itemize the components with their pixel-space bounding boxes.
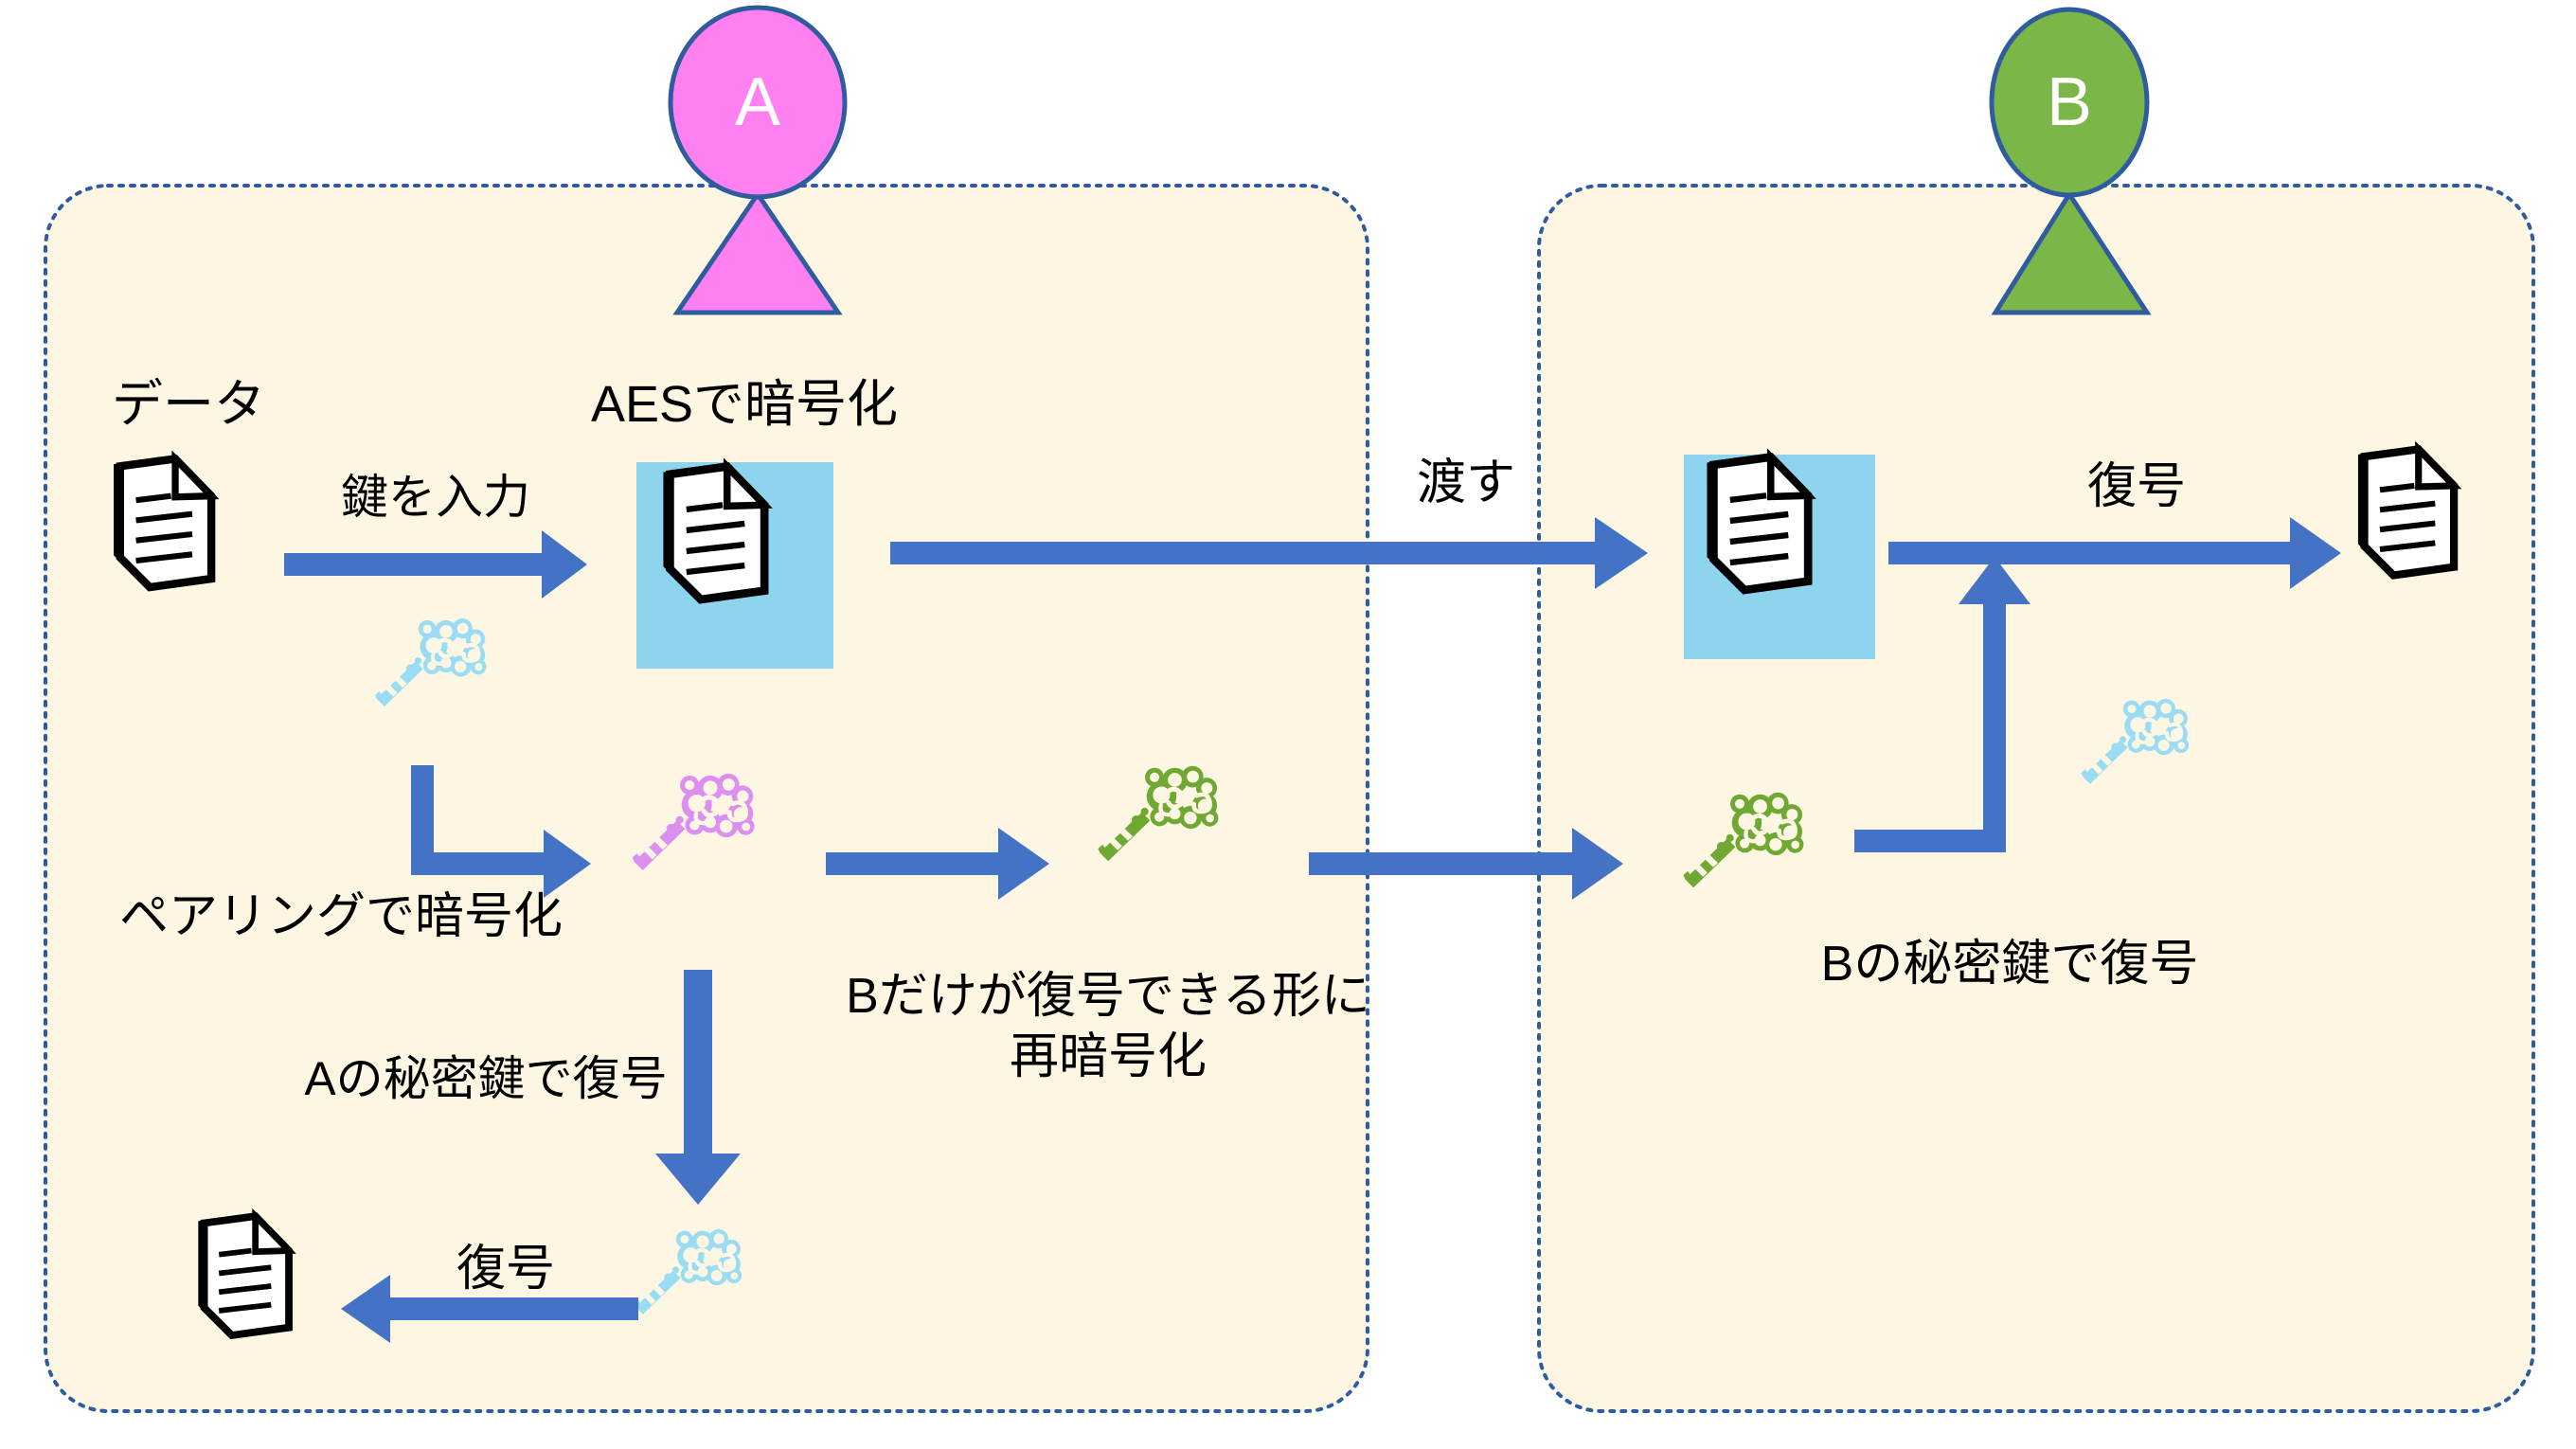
label-reencrypt-for-b-line1: Bだけが復号できる形に [846, 969, 1370, 1024]
actor-head-icon [1989, 7, 2150, 198]
actor-b: B [1989, 7, 2152, 315]
actor-a-label: A [735, 64, 780, 140]
arrow-icon [655, 970, 741, 1205]
encrypted-document-icon [1684, 455, 1875, 659]
label-key-input: 鍵を入力 [341, 471, 530, 524]
arrow-icon [1309, 828, 1623, 900]
arrow-icon [341, 1275, 638, 1343]
actor-a: A [668, 5, 848, 315]
arrow-icon [411, 765, 591, 898]
arrow-icon [826, 828, 1049, 900]
label-hand-over: 渡す [1416, 456, 1516, 510]
arrow-icon [284, 530, 587, 599]
label-decrypt-right-top: 復号 [2086, 459, 2187, 514]
arrow-icon [1888, 517, 2341, 589]
label-decrypt-b-private-key: Bの秘密鍵で復号 [1820, 937, 2199, 992]
arrow-icon [890, 517, 1648, 589]
actor-head-icon [668, 5, 848, 200]
label-pairing-encrypt: ペアリングで暗号化 [118, 889, 564, 944]
label-decrypt-left-bottom: 復号 [456, 1242, 556, 1297]
panel-b [1537, 184, 2535, 1413]
encrypted-document-icon [636, 462, 833, 669]
label-aes-encrypt: AESで暗号化 [590, 376, 899, 433]
label-reencrypt-for-b-line2: 再暗号化 [1009, 1029, 1208, 1084]
arrow-icon [1854, 557, 2030, 852]
label-data: データ [112, 376, 265, 433]
label-decrypt-a-private-key: Aの秘密鍵で復号 [304, 1052, 668, 1105]
actor-b-label: B [2047, 64, 2092, 140]
